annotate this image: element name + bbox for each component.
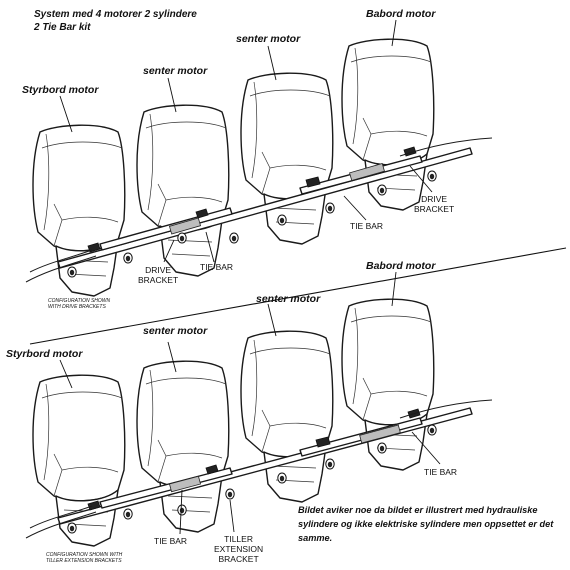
bottom-label-tie-bar-right: TIE BAR bbox=[424, 467, 458, 477]
top-label-starboard-motor: Styrbord motor bbox=[22, 84, 99, 96]
bottom-tie-bar-assembly bbox=[25, 399, 493, 539]
top-tie-bar-assembly bbox=[25, 137, 493, 283]
top-configuration-note: CONFIGURATION SHOWN WITH DRIVE BRACKETS bbox=[48, 298, 111, 310]
explanatory-note: Bildet aviker noe da bildet er illustrer… bbox=[298, 505, 554, 543]
title-line-2: 2 Tie Bar kit bbox=[34, 22, 91, 33]
top-label-tie-bar-left: TIE BAR bbox=[200, 262, 234, 272]
divider-line bbox=[29, 247, 567, 345]
top-label-tie-bar-right: TIE BAR bbox=[350, 221, 384, 231]
bottom-label-center-motor-b: senter motor bbox=[256, 293, 321, 305]
top-label-drive-bracket-left: DRIVE BRACKET bbox=[138, 265, 179, 285]
bottom-label-starboard-motor: Styrbord motor bbox=[6, 348, 83, 360]
diagram-title: System med 4 motorer 2 sylindere 2 Tie B… bbox=[34, 8, 197, 34]
bottom-label-center-motor-a: senter motor bbox=[143, 325, 208, 337]
bottom-label-tiller-extension-bracket: TILLER EXTENSION BRACKET bbox=[214, 534, 264, 564]
top-motor-starboard bbox=[32, 124, 126, 297]
bottom-label-port-motor: Babord motor bbox=[366, 260, 436, 272]
bottom-label-tie-bar-left: TIE BAR bbox=[154, 536, 188, 546]
title-line-1: System med 4 motorer 2 sylindere bbox=[34, 9, 197, 20]
top-label-drive-bracket-right: DRIVE BRACKET bbox=[414, 194, 455, 214]
bottom-configuration-note: CONFIGURATION SHOWN WITH TILLER EXTENSIO… bbox=[46, 552, 123, 564]
bottom-motor-starboard bbox=[32, 374, 126, 547]
top-motor-center-a bbox=[136, 104, 230, 277]
top-label-center-motor-b: senter motor bbox=[236, 33, 301, 45]
top-label-center-motor-a: senter motor bbox=[143, 65, 208, 77]
bottom-leader-lines bbox=[59, 271, 441, 535]
top-motor-center-b bbox=[240, 72, 334, 245]
bottom-motor-center-b bbox=[240, 330, 334, 503]
top-label-port-motor: Babord motor bbox=[366, 8, 436, 20]
top-leader-lines bbox=[59, 19, 433, 263]
